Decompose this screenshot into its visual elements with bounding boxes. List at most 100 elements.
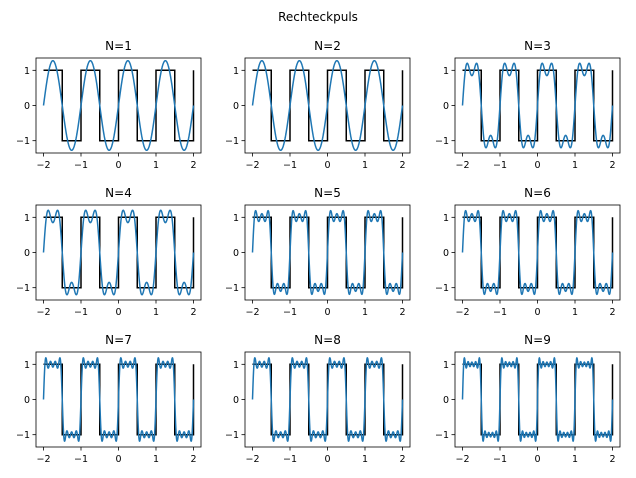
x-tick-label: −1 [493,454,507,465]
fourier-series-line [251,209,404,296]
y-tick-label: 1 [443,66,449,77]
x-tick-label: 2 [399,307,405,318]
y-tick-label: −1 [225,430,239,441]
y-tick-label: −1 [16,136,30,147]
x-tick-label: 1 [572,454,578,465]
y-tick-label: −1 [16,283,30,294]
fourier-series-line [42,209,195,296]
x-tick-label: −1 [74,454,88,465]
subplot-title: N=8 [314,333,341,347]
y-tick-label: 0 [24,101,30,112]
x-tick-label: 0 [115,454,121,465]
x-tick-label: 1 [572,307,578,318]
square-wave-line [43,69,195,142]
y-tick-label: 1 [24,213,30,224]
y-tick-label: −1 [225,136,239,147]
figure-title: Rechteckpuls [278,10,358,24]
x-tick-label: −1 [493,160,507,171]
y-tick-label: −1 [435,430,449,441]
x-tick-label: 2 [399,160,405,171]
plot-area [461,62,614,149]
subplot-title: N=3 [524,39,551,53]
x-tick-label: −2 [245,307,259,318]
x-tick-label: 0 [534,160,540,171]
subplot-title: N=6 [524,186,551,200]
x-tick-label: 2 [609,454,615,465]
plot-area [251,209,404,296]
square-wave-line [252,69,404,142]
fourier-series-line [42,59,195,152]
x-tick-label: −1 [283,307,297,318]
x-tick-label: 1 [572,160,578,171]
x-tick-label: −2 [455,307,469,318]
subplot: N=9 −2 −1 0 1 2 −1 0 1 [435,333,621,465]
fourier-series-line [42,356,195,443]
x-tick-label: −2 [455,160,469,171]
subplot-grid: N=1 −2 −1 0 1 2 −1 0 1 N=2 −2 −1 0 1 2 −1 0 1 N=3 −2 −1 0 1 2 −1… [16,39,621,465]
y-tick-label: −1 [16,430,30,441]
x-tick-label: 1 [153,307,159,318]
plot-area [461,356,614,443]
subplot-title: N=9 [524,333,551,347]
x-tick-label: 0 [324,454,330,465]
x-tick-label: 2 [609,160,615,171]
x-tick-label: −1 [74,160,88,171]
y-tick-label: 0 [443,395,449,406]
square-wave-line [252,216,404,289]
y-tick-label: 1 [443,360,449,371]
plot-area [42,209,195,296]
plot-area [461,209,614,296]
plot-area [251,59,404,152]
square-wave-line [462,216,614,289]
x-tick-label: −2 [36,160,50,171]
y-tick-label: 0 [24,248,30,259]
x-tick-label: −2 [36,454,50,465]
plot-area [42,59,195,152]
x-tick-label: −2 [245,454,259,465]
y-tick-label: −1 [225,283,239,294]
x-tick-label: 1 [362,160,368,171]
x-tick-label: 0 [534,454,540,465]
x-tick-label: −2 [455,454,469,465]
x-tick-label: 0 [324,307,330,318]
y-tick-label: 0 [443,101,449,112]
plot-area [251,356,404,443]
y-tick-label: 0 [24,395,30,406]
x-tick-label: 1 [153,160,159,171]
y-tick-label: −1 [435,283,449,294]
x-tick-label: 1 [362,454,368,465]
y-tick-label: 1 [24,66,30,77]
fourier-series-line [461,62,614,149]
y-tick-label: 1 [233,213,239,224]
y-tick-label: 1 [233,66,239,77]
x-tick-label: 2 [609,307,615,318]
subplot-title: N=2 [314,39,341,53]
y-tick-label: 0 [233,101,239,112]
y-tick-label: 1 [233,360,239,371]
plot-area [42,356,195,443]
x-tick-label: −1 [283,454,297,465]
y-tick-label: 0 [233,248,239,259]
y-tick-label: 1 [24,360,30,371]
subplot-title: N=5 [314,186,341,200]
subplot-title: N=7 [105,333,132,347]
fourier-series-line [251,59,404,152]
subplot-title: N=4 [105,186,132,200]
x-tick-label: 2 [190,454,196,465]
x-tick-label: −1 [283,160,297,171]
fourier-series-line [461,209,614,296]
subplot-title: N=1 [105,39,132,53]
x-tick-label: 0 [115,160,121,171]
x-tick-label: 2 [399,454,405,465]
fourier-series-line [461,356,614,443]
y-tick-label: 0 [443,248,449,259]
